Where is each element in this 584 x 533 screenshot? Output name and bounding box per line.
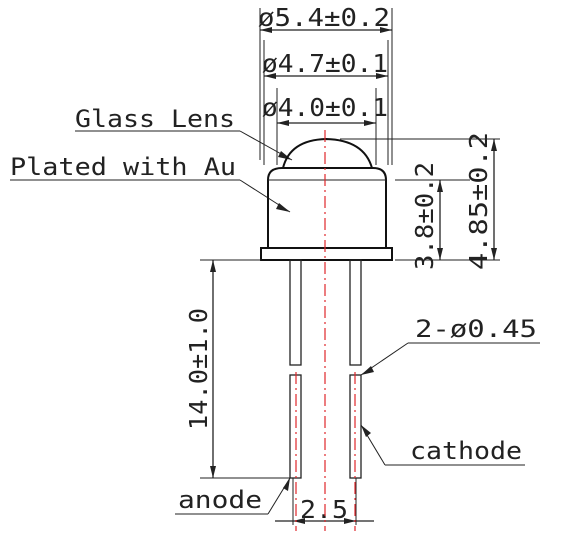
dia-inner-label: ø4.0±0.1 <box>262 93 388 122</box>
anode-callout: anode <box>175 477 291 515</box>
height-total-label: 4.85±0.2 <box>464 132 493 270</box>
height-body-label: 3.8±0.2 <box>410 162 439 270</box>
cathode-lead-upper <box>349 259 362 366</box>
cathode-callout: cathode <box>360 424 525 466</box>
lead-diameter-label: 2-ø0.45 <box>415 315 537 343</box>
dia-outer-label: ø5.4±0.2 <box>258 3 390 32</box>
lead-diameter-callout: 2-ø0.45 <box>360 315 540 376</box>
metal-can <box>267 167 387 248</box>
glass-lens-callout: Glass Lens <box>75 105 293 161</box>
dim-dia-mid: ø4.7±0.1 <box>262 40 389 165</box>
dim-dia-inner: ø4.0±0.1 <box>262 88 388 165</box>
plated-callout: Plated with Au <box>10 153 291 213</box>
dim-lead-length: 14.0±1.0 <box>184 259 290 479</box>
dim-dia-outer: ø5.4±0.2 <box>258 3 393 165</box>
anode-label: anode <box>178 486 262 514</box>
base-flange <box>260 247 393 261</box>
dim-height-body: 3.8±0.2 <box>395 162 470 270</box>
lead-length-label: 14.0±1.0 <box>184 308 213 430</box>
dia-mid-label: ø4.7±0.1 <box>262 49 388 78</box>
plated-label: Plated with Au <box>10 153 236 181</box>
dim-height-total: 4.85±0.2 <box>340 132 500 270</box>
cathode-label: cathode <box>410 437 522 465</box>
led-body <box>260 137 393 261</box>
centerlines <box>295 130 356 531</box>
lead-spacing-label: 2.5 <box>300 495 348 524</box>
glass-lens-dome <box>282 137 373 169</box>
dim-lead-spacing: 2.5 <box>275 495 374 524</box>
glass-lens-label: Glass Lens <box>75 105 235 133</box>
anode-lead-upper <box>289 259 302 366</box>
